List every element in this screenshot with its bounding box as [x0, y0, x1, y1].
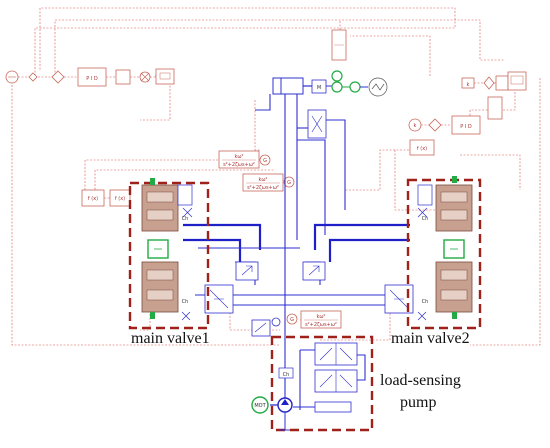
main-valve-2-label: main valve2: [391, 330, 470, 347]
motor-source-icon: [251, 396, 269, 414]
svg-text:kω²: kω²: [316, 314, 325, 320]
svg-text:Ch: Ch: [182, 216, 189, 222]
signal-lines: [11, 7, 541, 346]
valve1-lower-body: [141, 261, 179, 313]
pid-controller-1-label: P I D: [86, 76, 98, 82]
pid-controller-2: [451, 115, 481, 135]
svg-text:s²+2ζωs+ω²: s²+2ζωs+ω²: [247, 185, 279, 191]
svg-text:MOT: MOT: [254, 403, 266, 409]
load-sensing-label-line2: pump: [400, 394, 437, 411]
transfer-function-1: [218, 150, 260, 169]
main-valve-1: Ch Ch: [128, 178, 210, 330]
function-l2-label: f (x): [115, 196, 125, 202]
valve2-upper-spool: [417, 184, 433, 206]
transfer-function-3: [300, 310, 342, 329]
pid-controller-2-label: P I D: [460, 124, 472, 130]
svg-text:Ch: Ch: [182, 299, 189, 305]
svg-text:G: G: [290, 317, 294, 323]
transfer-function-2: [242, 173, 284, 192]
gain-k-label: k: [467, 82, 470, 88]
lookup-r1: [487, 96, 503, 120]
gain-g2-circle: [283, 176, 295, 188]
main-valve-1-label: main valve1: [131, 330, 210, 347]
function-l1-label: f (x): [88, 196, 98, 202]
top-actuator: M: [272, 29, 388, 97]
function-block-r: [409, 139, 435, 156]
hydraulic-network: [183, 94, 414, 400]
pump-group-border: [270, 335, 374, 432]
check-valve-left: [235, 261, 259, 281]
load-sensing-pump: Ch MOT: [251, 335, 374, 432]
signal-source-r1: [507, 71, 527, 91]
sensor-mid-icon: [331, 81, 343, 93]
svg-text:Ch: Ch: [422, 216, 429, 222]
swashplate-actuator: [314, 401, 352, 413]
svg-text:kω²: kω²: [234, 154, 243, 160]
sensor-top-icon: [331, 70, 343, 82]
saturation-r1: [495, 75, 509, 91]
left-function-blocks: f (x) f (x): [81, 189, 131, 207]
svg-text:Ch: Ch: [422, 299, 429, 305]
valve2-lower-body: [435, 261, 473, 313]
main-valve-2-border: [406, 178, 482, 330]
gain-g1-circle: [259, 154, 271, 166]
svg-text:M: M: [317, 85, 321, 91]
svg-text:kω²: kω²: [258, 177, 267, 183]
svg-text:G: G: [263, 158, 267, 164]
load-sensing-label-line1: load-sensing: [380, 372, 461, 389]
hydraulic-cylinder: [272, 77, 304, 95]
transfer-functions: kω² s²+2ζωs+ω² G kω² s²+2ζωs+ω² G kω² s²…: [218, 150, 342, 329]
main-valve-2: Ch Ch: [406, 176, 482, 330]
svg-text:s²+2ζωs+ω²: s²+2ζωs+ω²: [305, 322, 337, 328]
valve1-upper-spool: [177, 184, 193, 206]
sensor-right-icon: [349, 81, 361, 93]
svg-text:Ch: Ch: [283, 372, 290, 378]
pump-cylinder-box: [278, 367, 294, 379]
junction-icon: [28, 72, 38, 82]
right-control-chain: k k P I D f (x): [408, 71, 527, 156]
function-block-l2: [109, 189, 131, 207]
svg-text:s²+2ζωs+ω²: s²+2ζωs+ω²: [223, 162, 255, 168]
gain-k2-label: k: [414, 123, 417, 129]
saturation-block: [115, 69, 131, 85]
function-r-label: f (x): [417, 146, 427, 152]
top-control-chain: P I D: [5, 67, 175, 87]
check-valve-right: [302, 261, 326, 281]
pressure-valve-center: [251, 319, 271, 337]
svg-text:G: G: [287, 180, 291, 186]
signal-source-block: [155, 68, 175, 85]
summation-icon: [51, 70, 65, 84]
summation-r2-icon: [428, 118, 442, 132]
summation-r1-icon: [483, 76, 495, 90]
gain-g3-circle: [286, 313, 298, 325]
